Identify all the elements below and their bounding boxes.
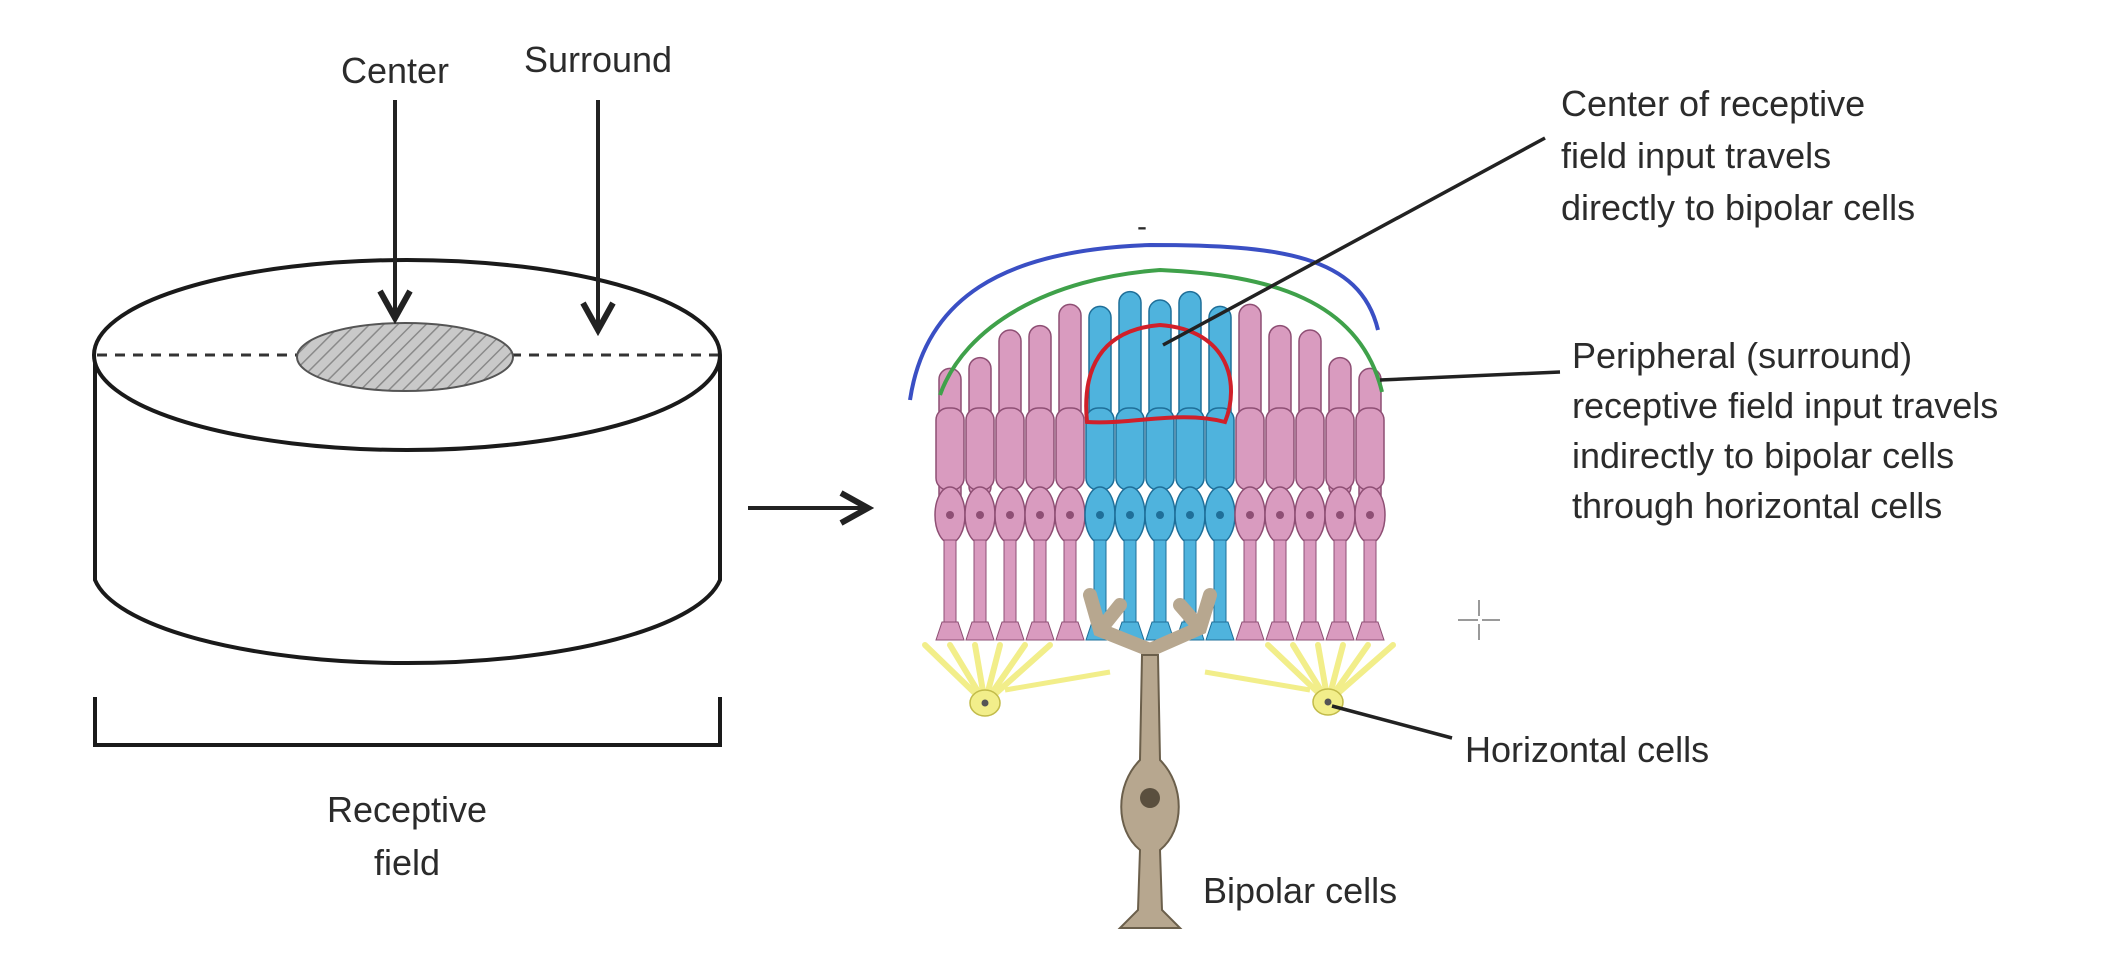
- center-annotation-line-1: Center of receptive: [1561, 83, 1865, 124]
- surround-photoreceptor: [1294, 329, 1326, 641]
- center-annotation-line-3: directly to bipolar cells: [1561, 187, 1915, 228]
- center-photoreceptor: [1114, 290, 1146, 641]
- surround-photoreceptor: [1324, 356, 1356, 641]
- center-photoreceptor: [1174, 290, 1206, 641]
- surround-photoreceptor: [964, 356, 996, 641]
- center-annotation-line-2: field input travels: [1561, 135, 1831, 176]
- surround-annotation-line-4: through horizontal cells: [1572, 485, 1942, 526]
- center-outline-red: [1084, 322, 1233, 425]
- horizontal-cell: [1265, 642, 1396, 716]
- bipolar-cells-label: Bipolar cells: [1203, 870, 1397, 911]
- center-annotation-pointer: [1162, 136, 1546, 347]
- bipolar-dendrites: [1083, 588, 1217, 722]
- receptive-field-label-line-1: Receptive: [327, 789, 487, 830]
- horizontal-cell-process: [1204, 669, 1311, 693]
- receptive-field-bracket: [93, 697, 722, 747]
- receptive-field-label-line-2: field: [374, 842, 440, 883]
- surround-outline-green: [938, 267, 1384, 396]
- horizontal-cells-pointer: [1331, 704, 1453, 740]
- horizontal-cells-label: Horizontal cells: [1465, 729, 1709, 770]
- bipolar-cell: [1083, 588, 1217, 929]
- horizontal-cell-process: [1004, 669, 1111, 693]
- bipolar-nucleus: [1140, 788, 1160, 808]
- surround-annotation-line-1: Peripheral (surround): [1572, 335, 1912, 376]
- surround-label: Surround: [524, 39, 672, 80]
- surround-photoreceptor: [1024, 324, 1056, 641]
- surround-annotation-line-3: indirectly to bipolar cells: [1572, 435, 1954, 476]
- horizontal-cells-group: [922, 642, 1396, 717]
- center-photoreceptor: [1204, 305, 1236, 641]
- surround-annotation-line-2: receptive field input travels: [1572, 385, 1998, 426]
- crosshair-icon: [1458, 600, 1500, 640]
- surround-photoreceptor: [1054, 303, 1086, 641]
- surround-photoreceptor: [1264, 324, 1296, 641]
- center-photoreceptor: [1144, 299, 1176, 641]
- minus-sign: -: [1137, 210, 1147, 243]
- center-label: Center: [341, 50, 449, 91]
- surround-photoreceptor: [1354, 367, 1386, 641]
- surround-photoreceptor: [994, 329, 1026, 641]
- cylinder: [92, 258, 722, 666]
- surround-outline-blue: [908, 242, 1380, 401]
- surround-annotation-pointer: [1379, 370, 1561, 382]
- surround-photoreceptor: [1234, 303, 1266, 641]
- photoreceptors-group: [934, 290, 1386, 641]
- center-region: [296, 322, 514, 392]
- horizontal-cell: [922, 642, 1053, 717]
- surround-photoreceptor: [934, 367, 966, 641]
